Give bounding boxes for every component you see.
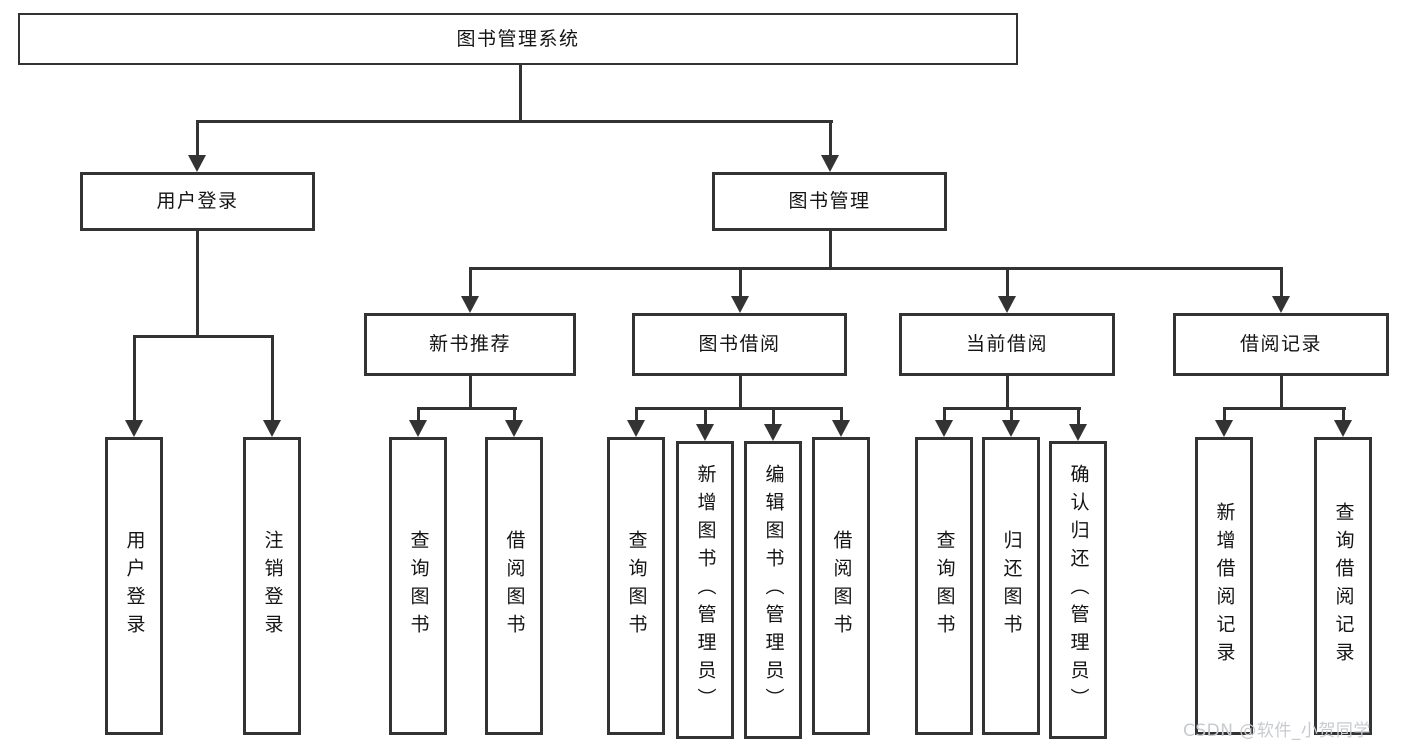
connector-line <box>634 407 843 410</box>
connector-line <box>132 335 136 421</box>
csdn-watermark: CSDN @软件_小贺同学 <box>1183 721 1371 741</box>
arrow-down-icon <box>832 420 850 437</box>
connector-line <box>1279 376 1283 409</box>
leaf-user-login: 用户登录 <box>105 437 163 735</box>
connector-line <box>512 407 516 421</box>
connector-line <box>468 376 472 409</box>
leaf-logout: 注销登录 <box>243 437 301 735</box>
arrow-down-icon <box>1002 420 1020 437</box>
connector-line <box>518 65 522 122</box>
arrow-down-icon <box>935 420 953 437</box>
connector-line <box>270 335 274 421</box>
connector-line <box>738 267 742 297</box>
connector-line <box>1005 376 1009 409</box>
connector-line <box>1005 267 1009 297</box>
connector-line <box>1279 267 1283 297</box>
connector-line <box>942 407 946 421</box>
leaf-br-query-record: 查询借阅记录 <box>1314 437 1372 735</box>
leaf-bb-query-book: 查询图书 <box>607 437 665 735</box>
connector-line <box>468 267 472 297</box>
arrow-down-icon <box>627 420 645 437</box>
arrow-down-icon <box>505 420 523 437</box>
connector-line <box>1341 407 1345 421</box>
arrow-down-icon <box>409 420 427 437</box>
leaf-bb-borrow-book: 借阅图书 <box>812 437 870 735</box>
arrow-down-icon <box>125 420 143 437</box>
connector-line <box>195 120 833 123</box>
arrow-down-icon <box>461 296 479 313</box>
arrow-down-icon <box>1069 424 1087 441</box>
connector-line <box>132 335 274 338</box>
leaf-bb-add-book-admin: 新增图书（管理员） <box>676 441 734 739</box>
connector-line <box>195 231 199 337</box>
arrow-down-icon <box>1272 296 1290 313</box>
connector-line <box>771 407 775 425</box>
connector-line <box>1076 407 1080 425</box>
node-book-borrow: 图书借阅 <box>632 313 847 376</box>
connector-line <box>416 407 420 421</box>
node-current-borrow: 当前借阅 <box>899 313 1115 376</box>
arrow-down-icon <box>764 424 782 441</box>
arrow-down-icon <box>1215 420 1233 437</box>
connector-line <box>703 407 707 425</box>
arrow-down-icon <box>696 424 714 441</box>
leaf-rec-borrow-book: 借阅图书 <box>485 437 543 735</box>
node-root-library-system: 图书管理系统 <box>18 13 1018 65</box>
connector-line <box>828 120 832 156</box>
arrow-down-icon <box>998 296 1016 313</box>
arrow-down-icon <box>188 155 206 172</box>
connector-line <box>195 120 199 156</box>
arrow-down-icon <box>731 296 749 313</box>
leaf-br-add-record: 新增借阅记录 <box>1195 437 1253 735</box>
connector-line <box>839 407 843 421</box>
leaf-cb-query-book: 查询图书 <box>915 437 973 735</box>
node-user-login: 用户登录 <box>80 172 315 231</box>
node-book-management: 图书管理 <box>712 172 947 231</box>
arrow-down-icon <box>1334 420 1352 437</box>
leaf-bb-edit-book-admin: 编辑图书（管理员） <box>744 441 802 739</box>
arrow-down-icon <box>263 420 281 437</box>
arrow-down-icon <box>821 155 839 172</box>
connector-line <box>1009 407 1013 421</box>
leaf-cb-return-book: 归还图书 <box>982 437 1040 735</box>
connector-line <box>1222 407 1226 421</box>
node-new-book-recommend: 新书推荐 <box>364 313 576 376</box>
connector-line <box>416 407 517 410</box>
leaf-rec-query-book: 查询图书 <box>389 437 447 735</box>
connector-line <box>738 376 742 409</box>
connector-line <box>828 231 832 269</box>
leaf-cb-confirm-return-admin: 确认归还（管理员） <box>1049 441 1107 739</box>
connector-line <box>1222 407 1346 410</box>
connector-line <box>468 267 1283 270</box>
node-borrow-records: 借阅记录 <box>1173 313 1389 376</box>
connector-line <box>634 407 638 421</box>
